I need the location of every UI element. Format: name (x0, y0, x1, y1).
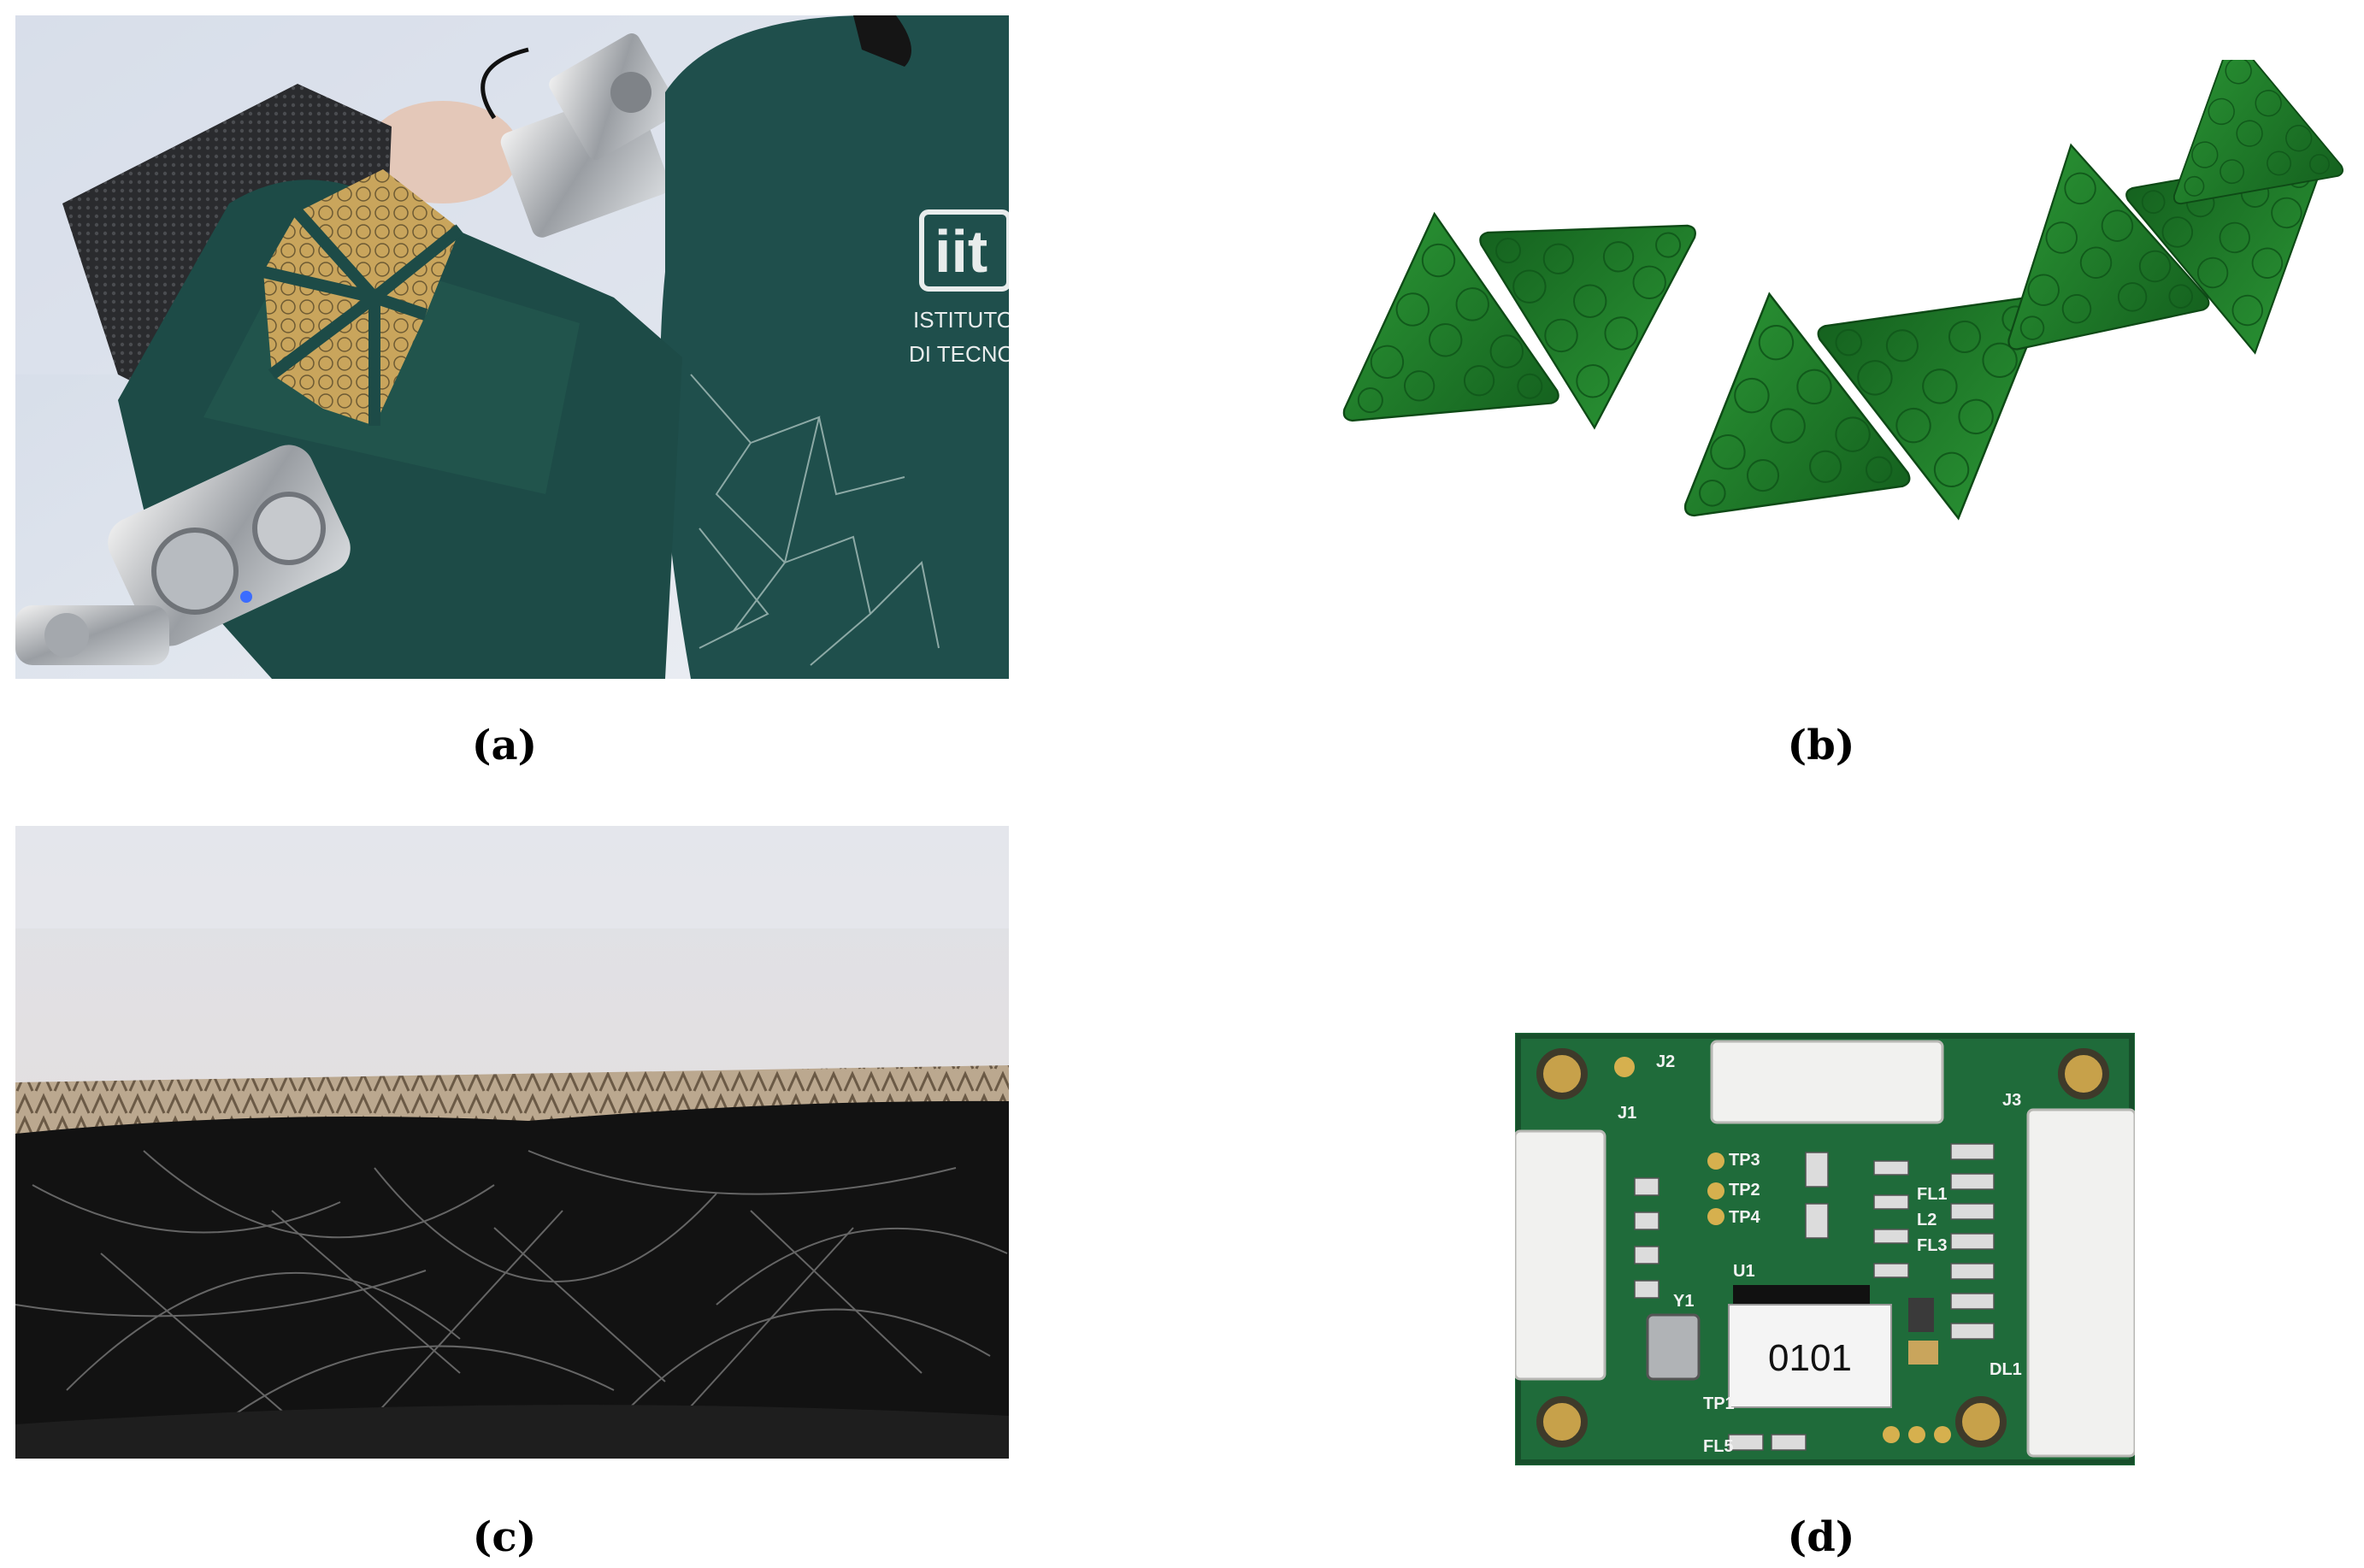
silk-j1: J1 (1618, 1104, 1636, 1123)
panel-b-caption: (b) (1787, 722, 1855, 769)
panel-b-image (1282, 60, 2360, 590)
silk-j2: J2 (1656, 1052, 1675, 1071)
sensor-modules-illustration (1282, 60, 2360, 590)
panel-c-image (15, 826, 1009, 1459)
silk-l2: L2 (1917, 1211, 1937, 1229)
tactile-skin-patch (262, 169, 464, 426)
crystal-y1 (1646, 1313, 1701, 1381)
pcb-illustration: 0101 J1 J2 J3 TP3 TP2 TP4 U1 Y1 FL3 FL1 … (1515, 1033, 2135, 1465)
silk-y1: Y1 (1673, 1292, 1694, 1311)
silk-fl5: FL5 (1703, 1437, 1734, 1456)
robot-logo-line2: DI TECNO (909, 341, 1009, 367)
silk-tp1: TP1 (1703, 1394, 1735, 1413)
fiber-strands (15, 1150, 1008, 1425)
chip-label-text: 0101 (1768, 1337, 1852, 1379)
robot-logo-mark: iit (934, 218, 987, 285)
silk-tp2: TP2 (1729, 1181, 1760, 1200)
silk-tp4: TP4 (1729, 1208, 1761, 1227)
silk-j3: J3 (2002, 1091, 2021, 1110)
robot-arm-illustration: iit ISTITUTO DI TECNO (15, 15, 1009, 679)
silk-fl3: FL3 (1917, 1236, 1948, 1255)
panel-a-caption: (a) (471, 722, 538, 769)
connector-j3 (2026, 1108, 2135, 1458)
panel-d-caption: (d) (1787, 1513, 1855, 1561)
chip-label-sticker (1728, 1304, 1892, 1408)
panel-d-image: 0101 J1 J2 J3 TP3 TP2 TP4 U1 Y1 FL3 FL1 … (1515, 1033, 2135, 1465)
silk-tp3: TP3 (1729, 1151, 1760, 1170)
fabric-cross-section-illustration (15, 826, 1009, 1459)
silk-dl1: DL1 (1990, 1360, 2022, 1379)
connector-j1 (1515, 1129, 1606, 1381)
silk-u1: U1 (1733, 1262, 1755, 1281)
robot-logo-line1: ISTITUTO (913, 307, 1009, 333)
panel-a-image: iit ISTITUTO DI TECNO (15, 15, 1009, 679)
silk-fl1: FL1 (1917, 1185, 1948, 1204)
panel-c-caption: (c) (472, 1513, 537, 1561)
connector-j2 (1710, 1040, 1944, 1124)
